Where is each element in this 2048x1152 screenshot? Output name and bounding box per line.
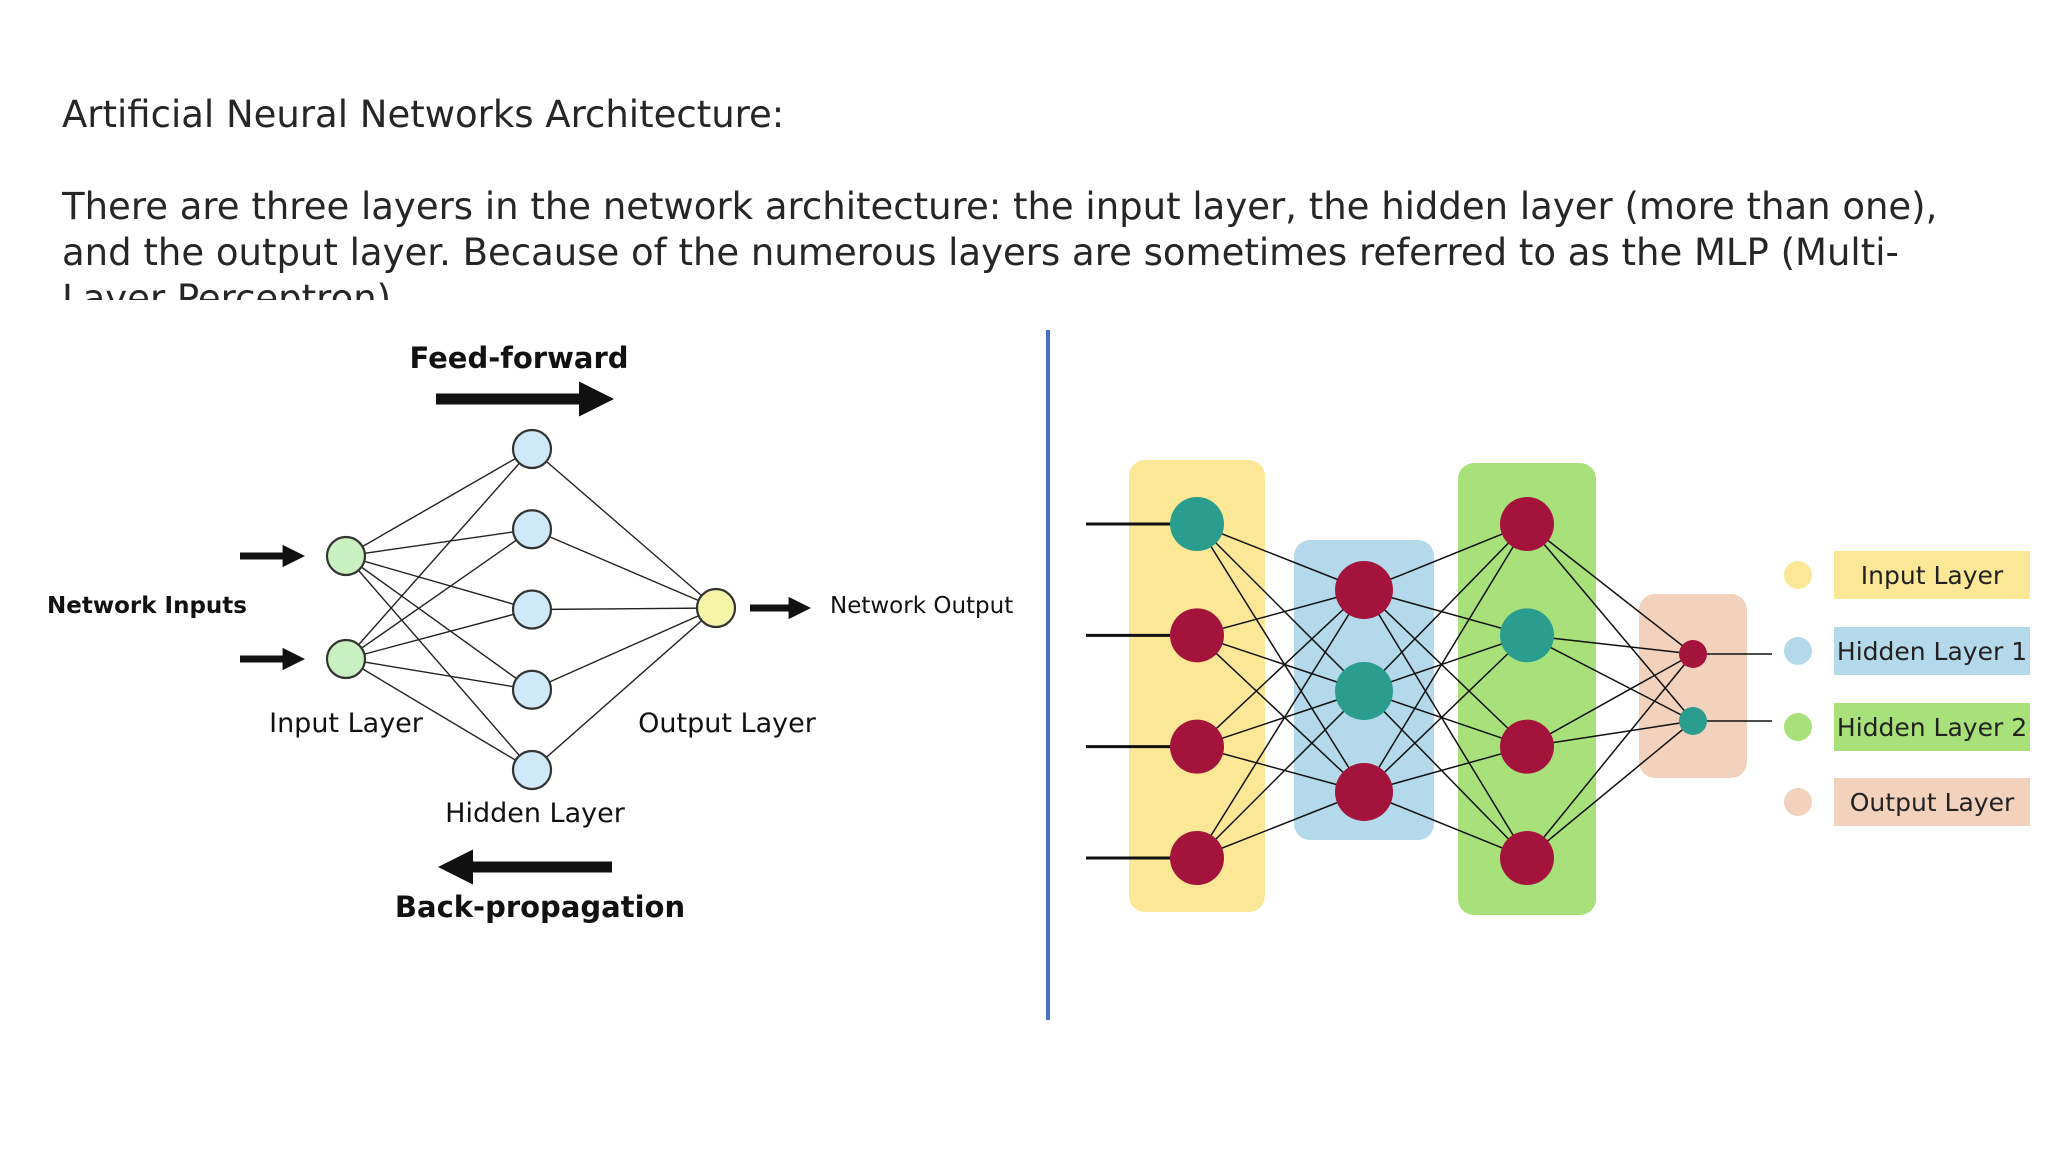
output-layer-label: Output Layer	[638, 708, 817, 739]
legend-dot-4	[1784, 788, 1812, 816]
left-edge-0-1-0	[345, 448, 533, 660]
right-edge-1-0-0	[1363, 523, 1528, 591]
right-edge-0-1-1	[1196, 634, 1365, 692]
left-edge-0-1-3	[345, 658, 533, 691]
left-input-node-1	[325, 535, 367, 577]
right-edge-2-1-0	[1526, 634, 1694, 655]
left-edge-1-2-0	[531, 607, 717, 611]
legend-dot-2	[1784, 637, 1812, 665]
right-layer1-node-1	[1170, 497, 1224, 551]
left-edge-1-1-0	[531, 528, 717, 609]
left-edge-1-3-0	[531, 607, 717, 691]
legend-dot-1	[1784, 561, 1812, 589]
left-edge-1-0-0	[531, 448, 717, 609]
left-edge-0-0-1	[345, 528, 533, 557]
right-layer-bg-4	[1639, 594, 1747, 778]
left-input-node-2	[325, 638, 367, 680]
right-edge-0-1-2	[1196, 634, 1365, 793]
network-inputs-label: Network Inputs	[47, 593, 247, 619]
left-edge-1-4-0	[531, 607, 717, 771]
right-edge-2-2-1	[1526, 720, 1694, 748]
right-layer3-node-4	[1500, 831, 1554, 885]
left-hidden-node-1	[511, 428, 553, 470]
legend-label-3: Hidden Layer 2	[1837, 713, 2027, 742]
left-hidden-node-5	[511, 749, 553, 791]
left-edge-0-1-4	[345, 658, 533, 771]
left-hidden-node-4	[511, 669, 553, 710]
right-layer3-node-1	[1500, 497, 1554, 551]
right-layer-bg-1	[1129, 460, 1265, 912]
legend-box-2	[1834, 627, 2030, 675]
left-output-node-1	[695, 587, 737, 629]
right-edge-0-3-0	[1196, 589, 1365, 859]
right-layer1-node-4	[1170, 831, 1224, 885]
right-edge-1-2-0	[1363, 523, 1528, 793]
right-layer1-node-2	[1170, 608, 1224, 663]
right-edge-0-0-2	[1196, 523, 1365, 793]
right-edge-0-2-1	[1196, 690, 1365, 748]
right-layer1-node-3	[1170, 719, 1224, 774]
input-layer-label: Input Layer	[269, 708, 424, 739]
right-edge-1-0-2	[1363, 589, 1528, 748]
slide-paragraph: There are three layers in the network ar…	[62, 185, 1938, 300]
left-hidden-node-2	[511, 509, 553, 550]
right-edge-0-3-1	[1196, 690, 1365, 859]
right-layer2-node-1	[1335, 561, 1393, 619]
right-edge-1-2-3	[1363, 791, 1528, 859]
legend-box-1	[1834, 551, 2030, 599]
left-edge-0-0-0	[345, 448, 533, 557]
right-layer3-node-2	[1500, 608, 1554, 663]
right-edge-1-1-0	[1363, 523, 1528, 692]
left-hidden-node-3	[511, 589, 553, 630]
right-layer4-node-2	[1679, 707, 1707, 735]
feed-forward-label: Feed-forward	[409, 341, 628, 375]
right-edge-2-2-0	[1526, 653, 1694, 748]
left-edge-0-0-2	[345, 555, 533, 611]
left-edge-0-0-3	[345, 555, 533, 691]
legend-label-4: Output Layer	[1850, 788, 2015, 817]
legend-box-4	[1834, 778, 2030, 826]
right-edges	[1086, 522, 1772, 860]
right-layer3-node-3	[1500, 719, 1554, 774]
left-network-diagram: Feed-forward Back-propagation Network In…	[47, 341, 1013, 924]
slide-text-block: Artificial Neural Networks Architecture:…	[62, 92, 1982, 300]
right-edge-0-0-0	[1196, 523, 1365, 591]
right-edge-0-2-0	[1196, 589, 1365, 748]
right-edge-1-2-1	[1363, 634, 1528, 793]
right-edge-1-1-3	[1363, 690, 1528, 859]
back-propagation-label: Back-propagation	[395, 890, 685, 924]
right-edge-2-3-1	[1526, 720, 1694, 859]
slide-title: Artificial Neural Networks Architecture:	[62, 93, 785, 136]
legend-box-3	[1834, 703, 2030, 751]
legend-label-2: Hidden Layer 1	[1837, 637, 2027, 666]
left-edge-0-1-2	[345, 608, 533, 660]
left-edge-0-1-1	[345, 528, 533, 660]
legend-dot-3	[1784, 713, 1812, 741]
left-edges	[345, 448, 717, 771]
right-edge-2-0-0	[1526, 523, 1694, 655]
right-edge-0-0-1	[1196, 523, 1365, 692]
right-layer2-node-3	[1335, 763, 1393, 821]
left-edge-0-0-4	[345, 555, 533, 771]
right-edge-2-3-0	[1526, 653, 1694, 859]
right-edge-2-1-1	[1526, 634, 1694, 722]
right-edge-0-3-2	[1196, 791, 1365, 859]
legend-label-1: Input Layer	[1861, 561, 2004, 590]
right-layer2-node-2	[1335, 662, 1393, 720]
right-edge-1-0-3	[1363, 589, 1528, 859]
left-nodes	[325, 428, 737, 791]
right-nodes	[1170, 497, 1707, 885]
hidden-layer-label: Hidden Layer	[445, 798, 626, 829]
network-output-label: Network Output	[830, 593, 1013, 619]
right-layer4-node-1	[1679, 640, 1707, 668]
